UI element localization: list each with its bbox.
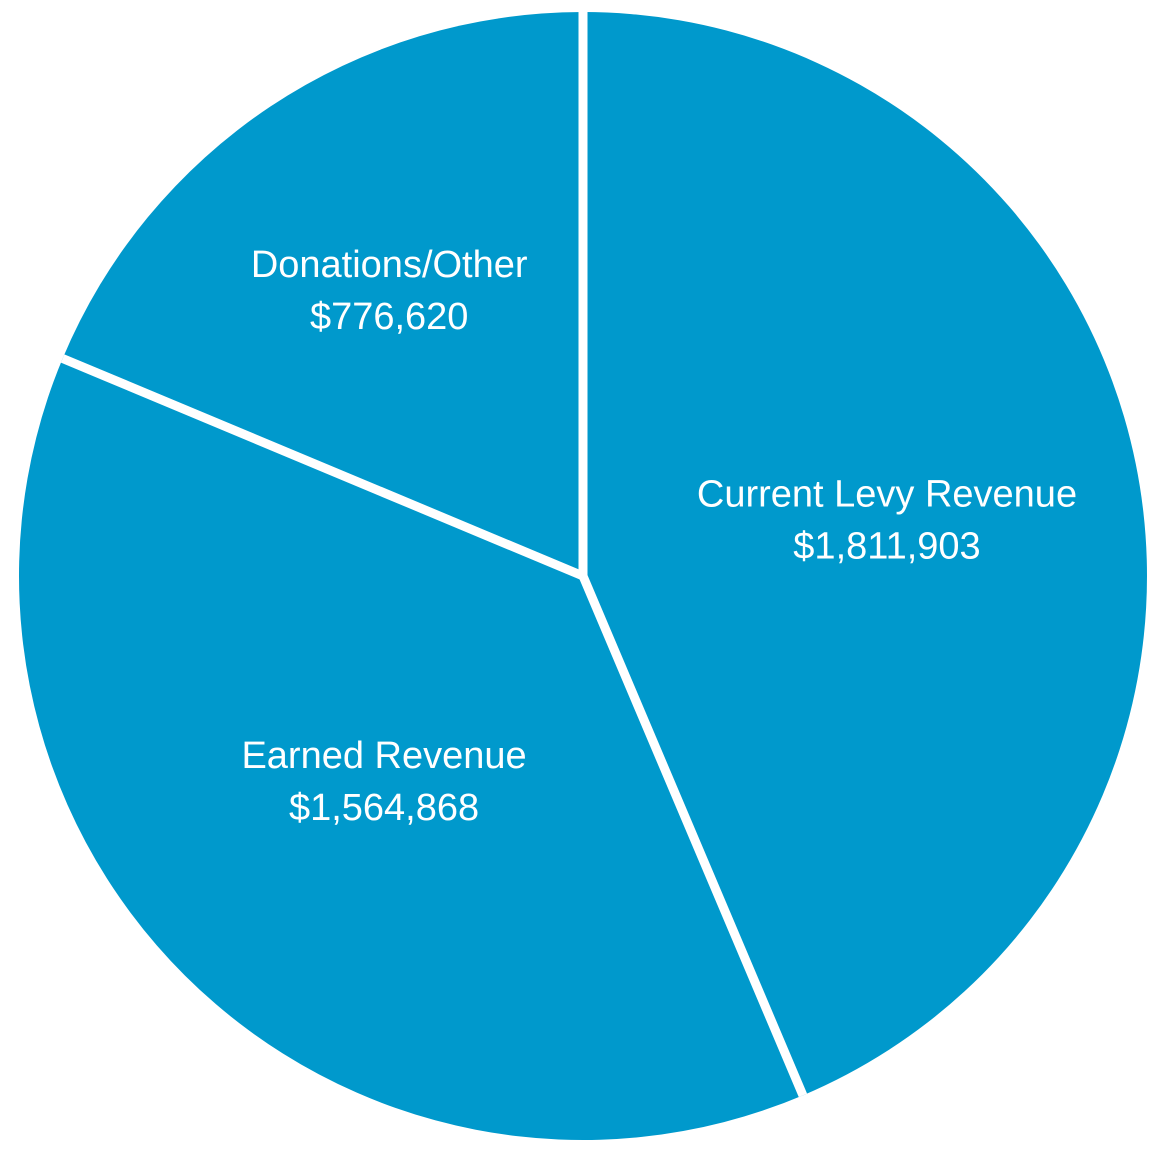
pie-slice-donations-other	[62, 12, 584, 576]
slice-value-label: $776,620	[310, 296, 469, 338]
slice-label: Current Levy Revenue	[697, 473, 1077, 515]
slice-value-label: $1,811,903	[793, 525, 980, 567]
pie-slice-earned-revenue	[18, 358, 803, 1140]
pie-separator	[60, 354, 585, 581]
pie-separators	[60, 12, 808, 1098]
pie-slices	[18, 12, 1148, 1140]
pie-separator	[578, 574, 808, 1098]
pie-slice-current-levy-revenue	[583, 12, 1148, 1096]
slice-label: Earned Revenue	[241, 735, 526, 777]
slice-value-label: $1,564,868	[289, 787, 479, 829]
slice-label: Donations/Other	[251, 244, 528, 286]
